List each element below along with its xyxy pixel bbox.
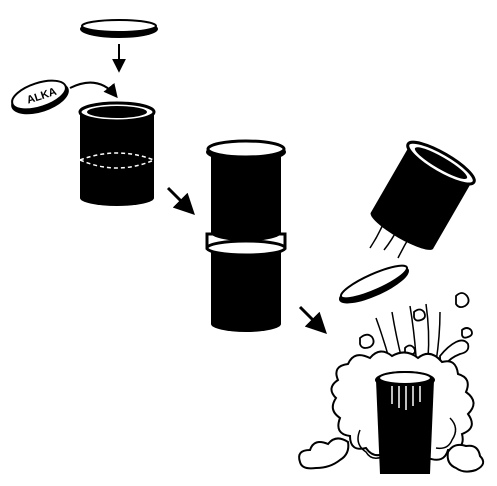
step-arrow-1 bbox=[168, 188, 192, 212]
tablet-arrow bbox=[70, 83, 116, 96]
lid-icon bbox=[80, 20, 158, 38]
alka-tablet-icon: ALKA bbox=[7, 75, 73, 121]
film-canister-icon bbox=[80, 103, 154, 206]
foam-burst-icon bbox=[299, 351, 483, 474]
step-arrow-2 bbox=[300, 307, 324, 331]
flying-lid-icon bbox=[335, 259, 413, 310]
launched-canister-icon bbox=[365, 135, 479, 256]
stacked-canisters-icon bbox=[206, 141, 286, 332]
